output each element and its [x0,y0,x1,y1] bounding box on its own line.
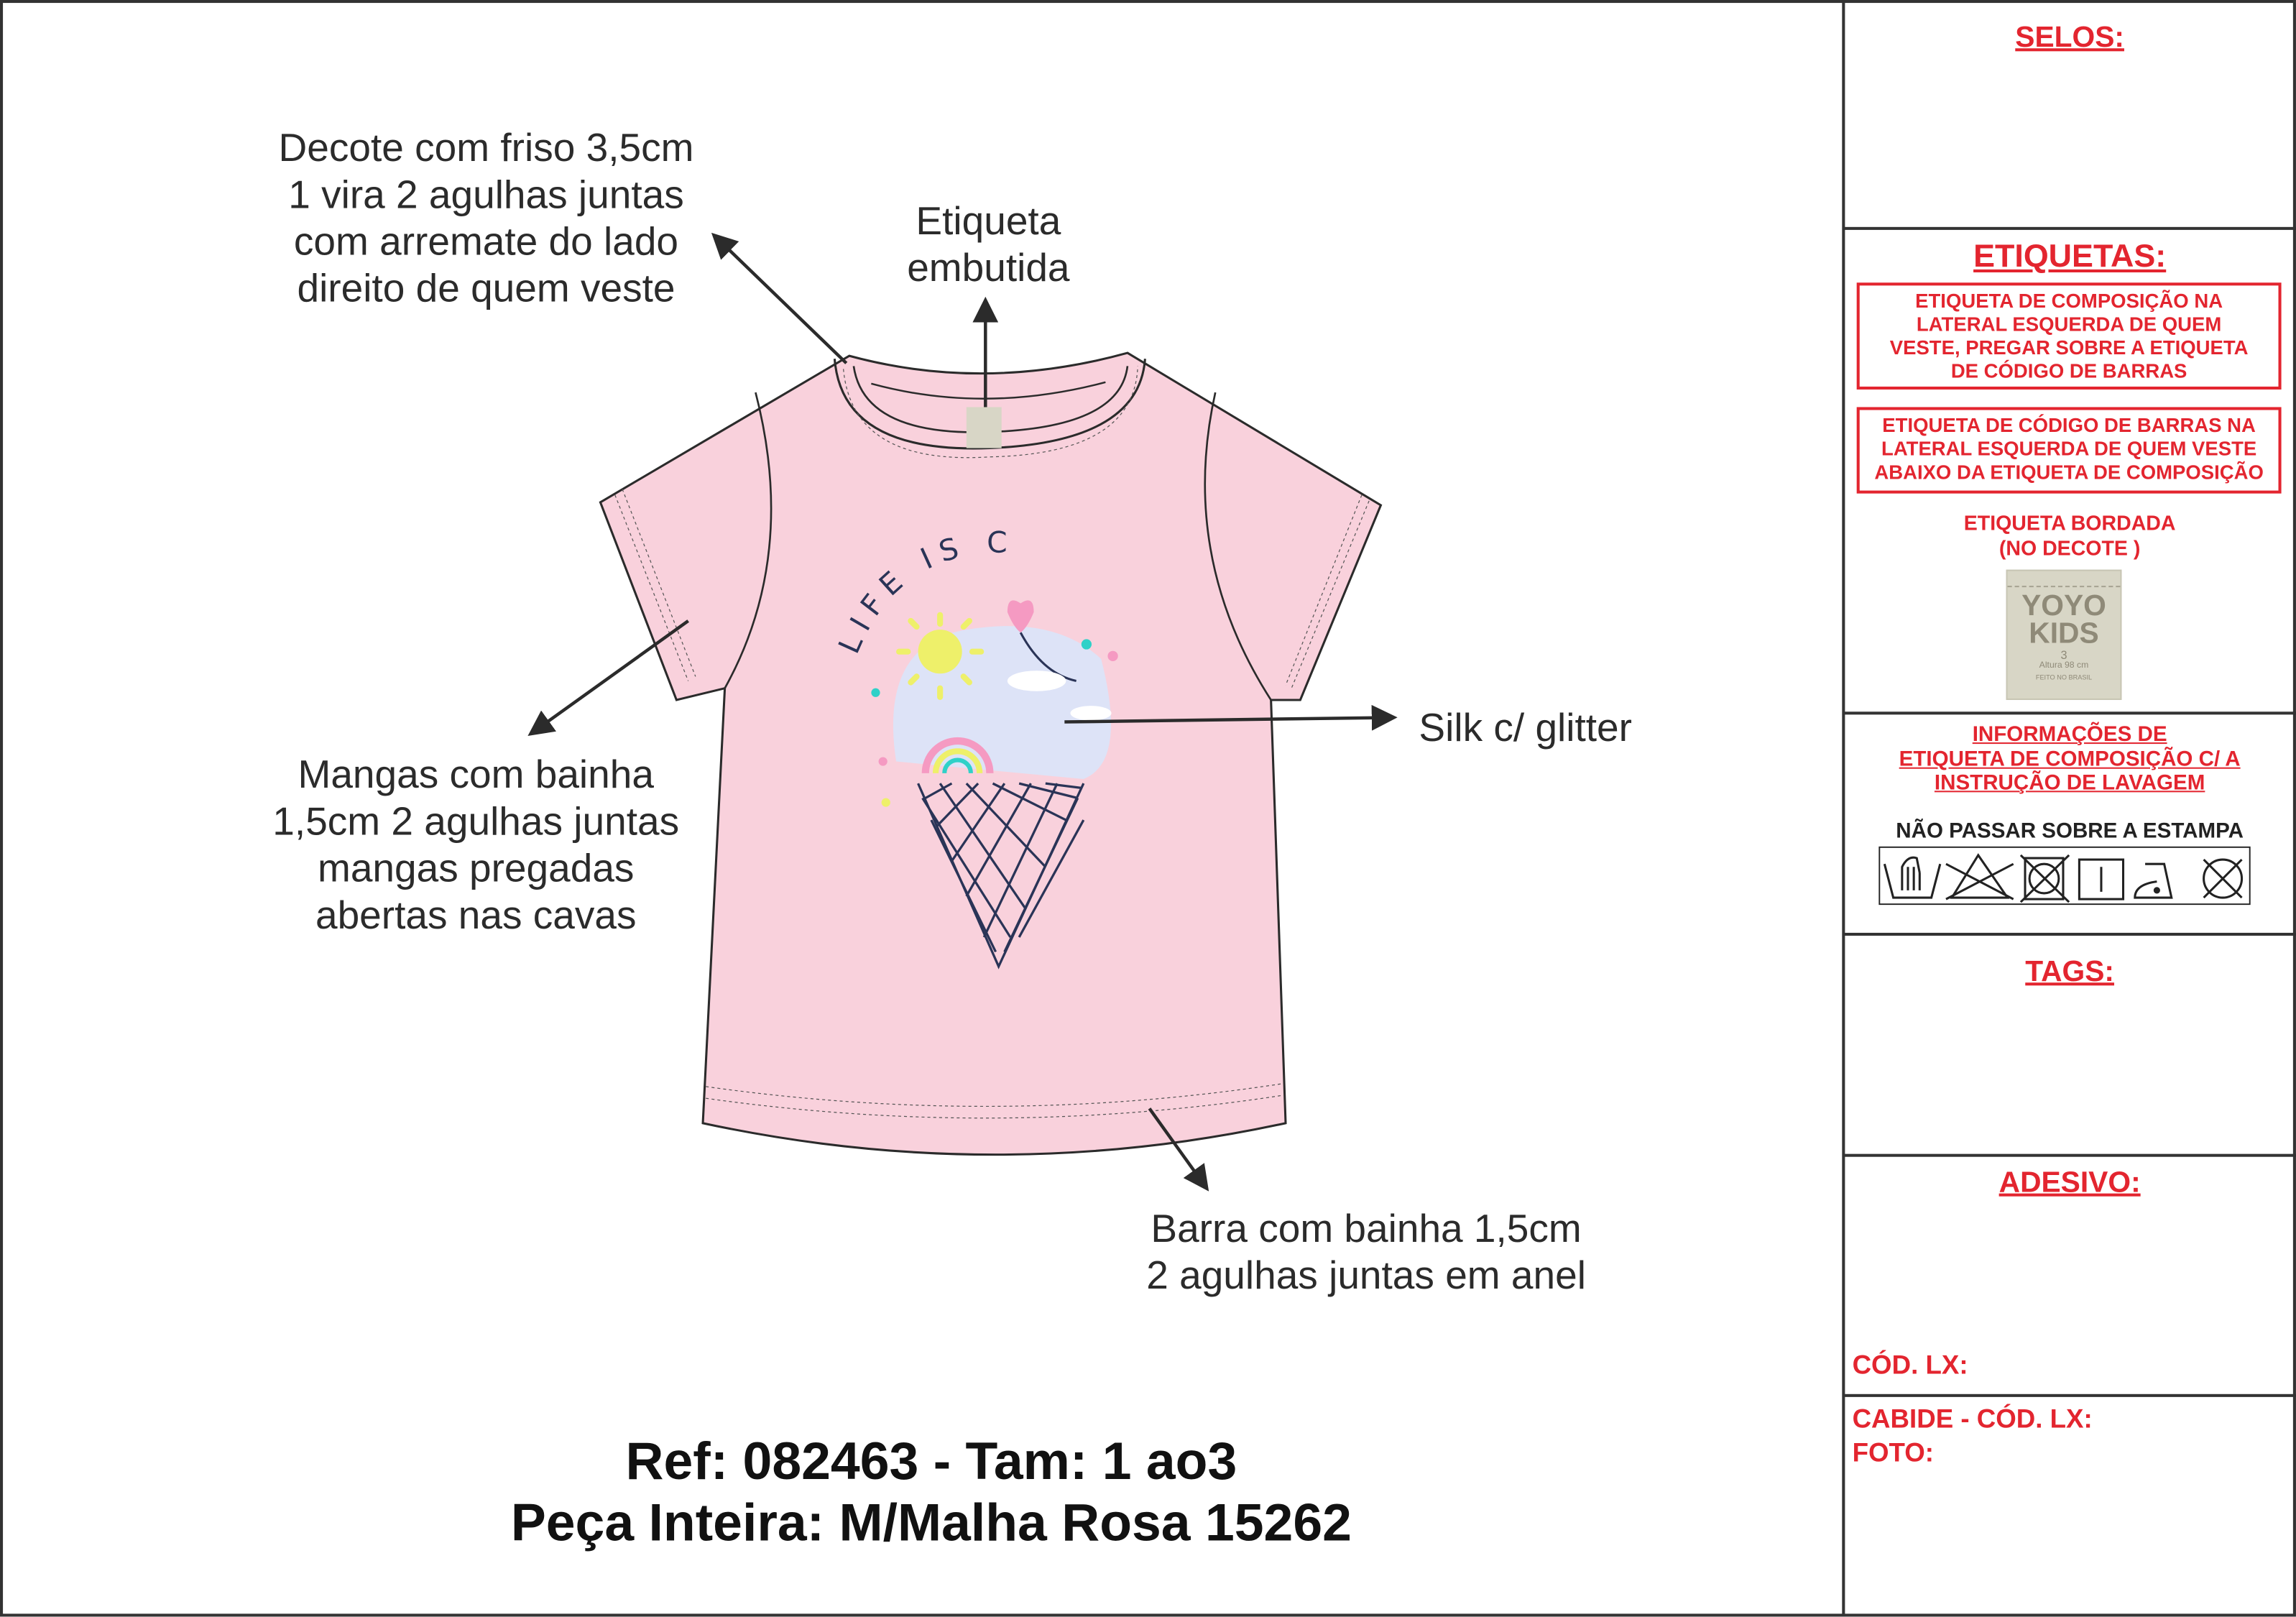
note-line: Mangas com bainha [298,752,654,797]
note-line: Barra com bainha 1,5cm [1151,1206,1582,1251]
photo-label: FOTO: [1852,1437,1935,1468]
box-line: ETIQUETA DE CÓDIGO DE BARRAS NA [1882,414,2256,437]
text-line: INSTRUÇÃO DE LAVAGEM [1934,771,2205,796]
tag-height: Altura 98 cm [2039,661,2089,671]
neck-label [966,407,1002,448]
reference-line: Peça Inteira: M/Malha Rosa 15262 [510,1492,1352,1552]
note-line: 1 vira 2 agulhas juntas [288,172,684,217]
note-line: direito de quem veste [297,266,676,310]
reference-block: Ref: 082463 - Tam: 1 ao3 Peça Inteira: M… [346,1431,1517,1554]
hem-note: Barra com bainha 1,5cm 2 agulhas juntas … [1074,1205,1659,1299]
note-line: Etiqueta [916,199,1061,244]
text-line: ETIQUETA BORDADA [1963,511,2176,535]
tags-heading: TAGS: [2025,956,2115,989]
note-line: embutida [907,246,1070,290]
ironing-warning: NÃO PASSAR SOBRE A ESTAMPA [1896,820,2244,844]
note-line: 2 agulhas juntas em anel [1146,1253,1586,1298]
no-tumble-dry-icon [2019,854,2070,903]
text-line: ETIQUETA DE COMPOSIÇÃO C/ A [1899,747,2241,771]
box-line: LATERAL ESQUERDA DE QUEM [1916,313,2222,336]
divider [1843,711,2296,715]
hand-wash-icon [1883,856,1942,899]
text-line: INFORMAÇÕES DE [1972,723,2167,747]
cod-lx-label: CÓD. LX: [1852,1350,1968,1380]
reference-line: Ref: 082463 - Tam: 1 ao3 [625,1430,1237,1491]
note-line: abertas nas cavas [315,893,637,938]
box-line: LATERAL ESQUERDA DE QUEM VESTE [1881,438,2257,460]
box-line: ETIQUETA DE COMPOSIÇÃO NA [1915,290,2223,313]
note-line: Decote com friso 3,5cm [278,126,694,170]
wash-info-title: INFORMAÇÕES DE ETIQUETA DE COMPOSIÇÃO C/… [1843,724,2296,796]
label-note: Etiqueta embutida [842,198,1135,291]
brand-text: KIDS [2029,617,2099,650]
tag-origin: FEITO NO BRASIL [2035,673,2093,681]
sleeves-note: Mangas com bainha 1,5cm 2 agulhas juntas… [183,751,769,939]
text-line: (NO DECOTE ) [1998,535,2141,559]
iron-low-icon [2134,862,2173,899]
no-dry-clean-icon [2203,858,2244,899]
note-line: mangas pregadas [318,846,635,890]
embroidered-label-title: ETIQUETA BORDADA (NO DECOTE ) [1843,511,2296,559]
etiquetas-heading: ETIQUETAS: [1973,237,2167,275]
box-line: ABAIXO DA ETIQUETA DE COMPOSIÇÃO [1874,461,2264,484]
print-note: Silk c/ glitter [1419,706,1633,750]
note-line: com arremate do lado [293,219,679,264]
composition-label-box: ETIQUETA DE COMPOSIÇÃO NA LATERAL ESQUER… [1856,282,2282,390]
divider [1843,1153,2296,1157]
adesivo-heading: ADESIVO: [1998,1166,2141,1199]
no-bleach-icon [1945,853,2014,900]
line-dry-icon [2078,858,2125,900]
callout-arrows [527,232,1398,1192]
note-line: 1,5cm 2 agulhas juntas [272,799,680,844]
brand-text: YOYO [2021,590,2106,622]
tag-size: 3 [2060,648,2067,662]
neckline-note: Decote com friso 3,5cm 1 vira 2 agulhas … [193,124,779,312]
panel-divider [1842,0,1845,1617]
shirt-flat-sketch: LIFE IS CUTE [0,0,1398,1192]
box-line: VESTE, PREGAR SOBRE A ETIQUETA [1889,336,2249,359]
selos-heading: SELOS: [2015,22,2124,55]
divider [1843,1393,2296,1397]
divider [1843,226,2296,230]
hanger-code-label: CABIDE - CÓD. LX: [1852,1404,2093,1434]
brand-label-image: YOYO KIDS 3 Altura 98 cm FEITO NO BRASIL [2006,569,2122,700]
care-symbols [1878,846,2251,906]
divider [1843,932,2296,936]
box-line: DE CÓDIGO DE BARRAS [1950,360,2187,382]
barcode-label-box: ETIQUETA DE CÓDIGO DE BARRAS NA LATERAL … [1856,407,2282,494]
